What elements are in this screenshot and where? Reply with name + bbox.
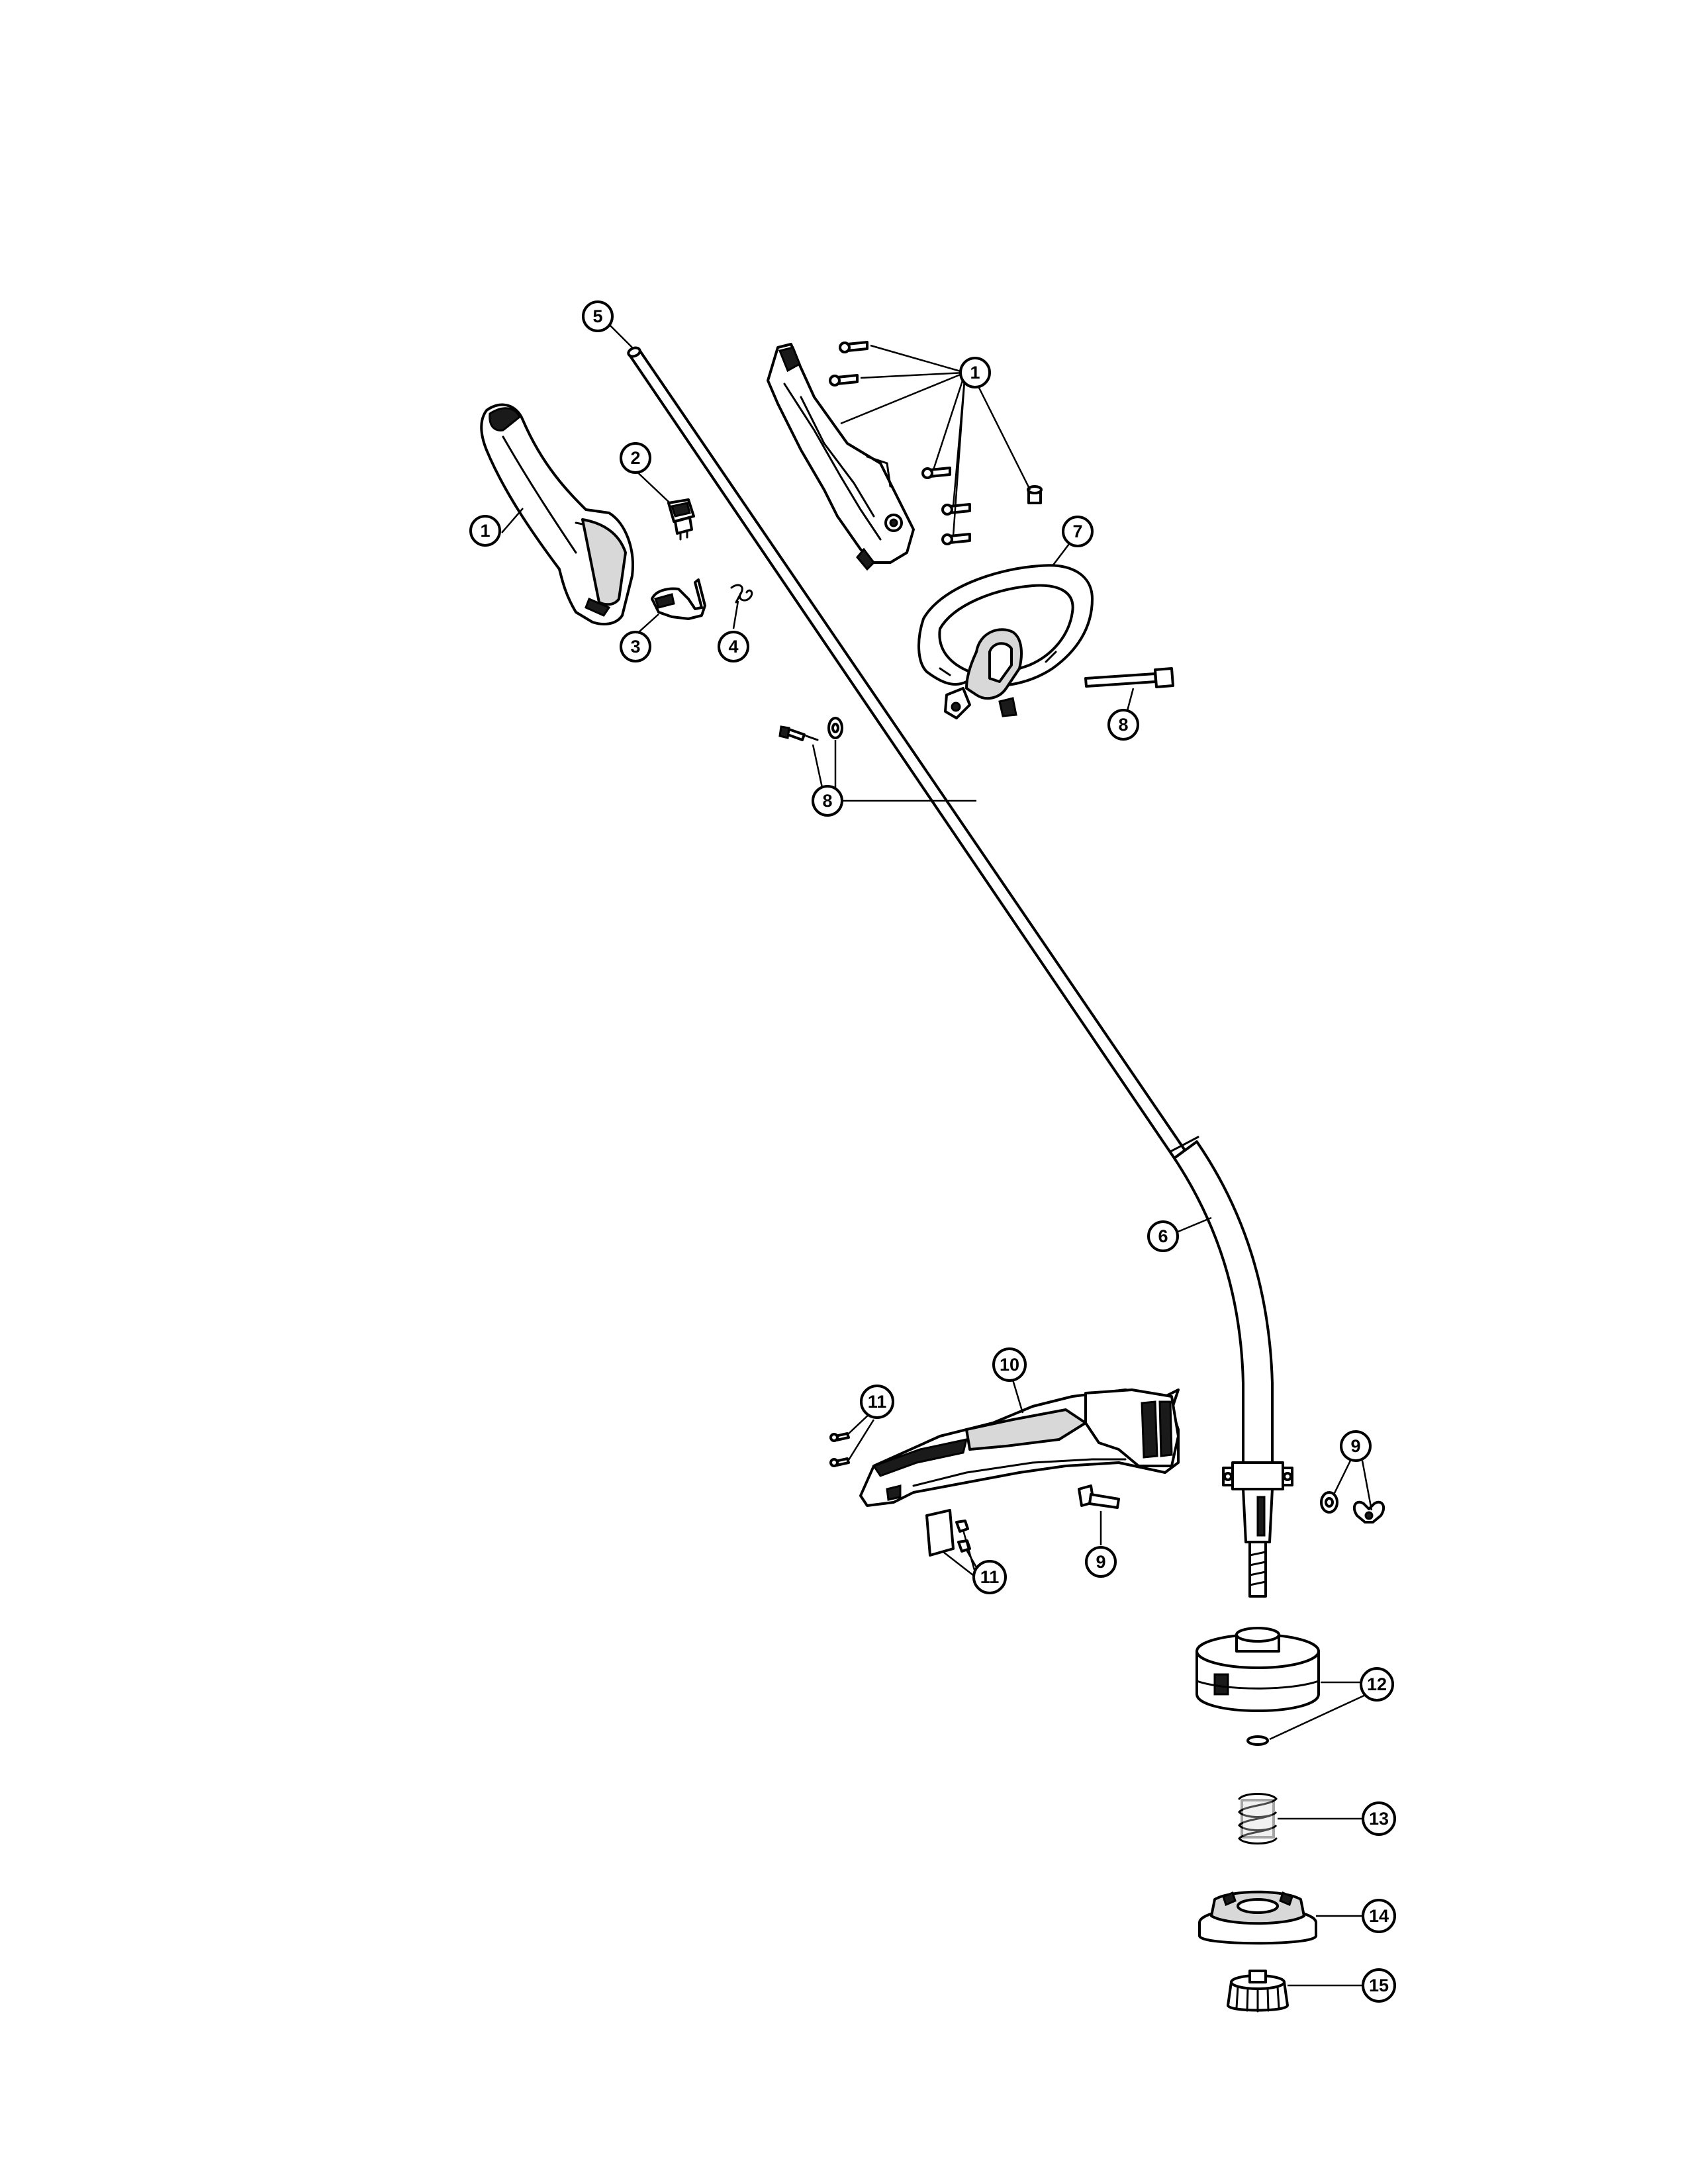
guard-screws bbox=[829, 1432, 850, 1467]
callout-label: 1 bbox=[970, 363, 980, 383]
trigger-spring bbox=[730, 584, 753, 604]
handle-screws bbox=[829, 341, 1043, 545]
callout-4: 4 bbox=[718, 631, 749, 662]
guard-bolt bbox=[1078, 1484, 1120, 1509]
callout-15: 15 bbox=[1362, 1968, 1396, 2003]
callout-14: 14 bbox=[1362, 1899, 1396, 1933]
lower-curved-shaft bbox=[1169, 1136, 1274, 1477]
callout-label: 7 bbox=[1072, 522, 1082, 541]
callout-label: 14 bbox=[1369, 1906, 1389, 1926]
handle-washer bbox=[827, 717, 843, 739]
handle-right-half bbox=[767, 343, 915, 571]
spool-spring bbox=[1238, 1793, 1278, 1844]
upper-shaft bbox=[627, 346, 1186, 1160]
callout-7: 7 bbox=[1062, 516, 1094, 547]
callout-label: 15 bbox=[1369, 1976, 1389, 1995]
callout-label: 12 bbox=[1367, 1674, 1387, 1694]
callout-label: 8 bbox=[822, 791, 832, 811]
callout-6: 6 bbox=[1147, 1220, 1179, 1252]
callout-1: 1 bbox=[469, 515, 501, 547]
callout-label: 9 bbox=[1096, 1552, 1105, 1572]
callout-label: 11 bbox=[980, 1567, 1000, 1587]
callout-label: 11 bbox=[868, 1392, 887, 1412]
line-cutter-blade bbox=[925, 1509, 955, 1557]
switch bbox=[667, 498, 695, 541]
guard-wing-nut bbox=[1352, 1500, 1385, 1524]
handle-knob-screw bbox=[778, 725, 819, 741]
callout-11: 11 bbox=[972, 1560, 1007, 1594]
callout-label: 8 bbox=[1118, 715, 1128, 735]
callout-13: 13 bbox=[1362, 1801, 1396, 1836]
callout-3: 3 bbox=[620, 631, 651, 662]
shaft-clamp-and-drive bbox=[1222, 1461, 1293, 1598]
callout-label: 2 bbox=[630, 448, 640, 468]
callout-label: 9 bbox=[1350, 1436, 1360, 1456]
callout-label: 3 bbox=[630, 637, 640, 657]
callout-label: 10 bbox=[1000, 1355, 1019, 1375]
callout-label: 6 bbox=[1158, 1226, 1168, 1246]
trimmer-guard bbox=[859, 1388, 1180, 1507]
trigger bbox=[651, 578, 706, 620]
handle-left-half bbox=[480, 403, 634, 625]
callout-1: 1 bbox=[959, 357, 991, 388]
callout-5: 5 bbox=[582, 300, 614, 332]
guard-nuts bbox=[955, 1520, 971, 1553]
callout-2: 2 bbox=[620, 442, 651, 474]
handle-bolt bbox=[1084, 667, 1174, 688]
callout-12: 12 bbox=[1360, 1667, 1394, 1702]
bump-knob bbox=[1227, 1970, 1289, 2013]
callout-label: 13 bbox=[1369, 1809, 1389, 1829]
callout-label: 5 bbox=[592, 306, 602, 326]
callout-9: 9 bbox=[1085, 1546, 1117, 1578]
spool bbox=[1198, 1890, 1317, 1945]
callout-label: 4 bbox=[728, 637, 738, 657]
assist-handle bbox=[917, 564, 1094, 719]
callout-10: 10 bbox=[992, 1347, 1027, 1382]
callout-9: 9 bbox=[1340, 1430, 1372, 1462]
spool-housing bbox=[1196, 1627, 1320, 1712]
callout-label: 1 bbox=[480, 521, 490, 541]
callout-8: 8 bbox=[812, 785, 843, 817]
guard-washer bbox=[1320, 1491, 1338, 1514]
spool-washer bbox=[1246, 1735, 1269, 1746]
leader-lines bbox=[501, 324, 1373, 1987]
callout-11: 11 bbox=[860, 1385, 894, 1419]
callout-8: 8 bbox=[1107, 709, 1139, 741]
